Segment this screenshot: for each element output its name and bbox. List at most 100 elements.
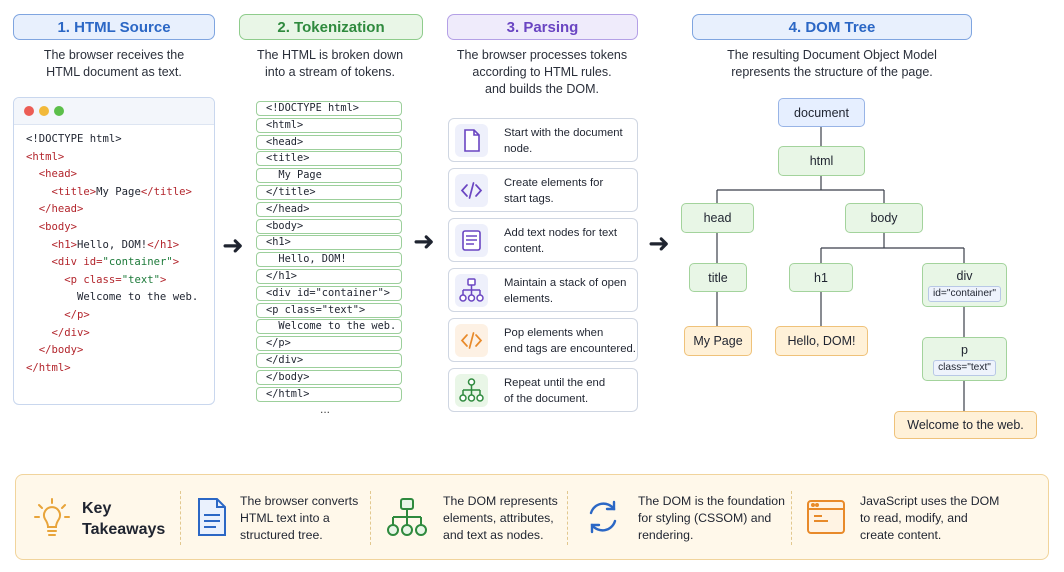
refresh-icon xyxy=(589,500,617,534)
code-line: </html> xyxy=(26,360,198,378)
token-item: </p> xyxy=(256,336,402,352)
code-segment: Welcome to the web. xyxy=(26,291,199,304)
document-icon xyxy=(455,124,488,157)
code-segment: </p> xyxy=(26,308,90,321)
token-item: </title> xyxy=(256,185,402,200)
maximize-dot-icon xyxy=(54,106,64,116)
token-item: <body> xyxy=(256,218,402,234)
token-item: </html> xyxy=(256,386,402,402)
code-segment: Hello, DOM! xyxy=(77,238,148,251)
code-segment: "container" xyxy=(102,256,173,269)
token-item: </h1> xyxy=(256,269,402,284)
stack-tree-icon xyxy=(455,274,488,307)
code-line: <html> xyxy=(26,149,198,167)
token-item: <h1> xyxy=(256,235,402,251)
close-dot-icon xyxy=(24,106,34,116)
code-line: <head> xyxy=(26,166,198,184)
code-segment: "text" xyxy=(121,273,160,286)
code-line: <h1>Hello, DOM!</h1> xyxy=(26,237,198,255)
code-segment: <p xyxy=(26,273,84,286)
code-segment: </title> xyxy=(140,185,192,198)
token-item: Welcome to the web. xyxy=(256,319,402,335)
code-segment: <h1> xyxy=(26,238,78,251)
code-segment: <!DOCTYPE html> xyxy=(26,133,122,145)
arrow-right-icon: ➜ xyxy=(222,230,244,260)
code-line: </p> xyxy=(26,307,198,325)
arrow-right-icon: ➜ xyxy=(648,228,670,258)
dom-attr-id: id="container" xyxy=(927,285,1002,302)
dom-node-h1: h1 xyxy=(789,263,853,292)
token-item: <html> xyxy=(256,117,402,133)
code-segment: </body> xyxy=(26,344,84,357)
code-segment: <html> xyxy=(26,150,65,163)
dom-attr-class: class="text" xyxy=(933,359,996,376)
code-segment: <body> xyxy=(26,220,78,233)
section-title-tokenization: 2. Tokenization xyxy=(239,14,423,40)
html-source-window: <!DOCTYPE html> <html> <head> <title>My P… xyxy=(13,97,215,405)
section-title-html-source: 1. HTML Source xyxy=(13,14,215,40)
browser-window-icon xyxy=(807,500,845,534)
code-line: <title>My Page</title> xyxy=(26,184,198,202)
code-segment: My Page xyxy=(96,185,141,198)
dom-node-p: p class="text" xyxy=(922,337,1007,381)
dom-tree-connectors xyxy=(716,127,965,411)
tokens-more: ... xyxy=(320,402,331,416)
tree-icon xyxy=(387,498,427,536)
document-icon xyxy=(198,498,226,536)
code-line: Welcome to the web. xyxy=(26,289,198,307)
minimize-dot-icon xyxy=(39,106,49,116)
dom-node-body: body xyxy=(845,203,923,233)
token-item: Hello, DOM! xyxy=(256,252,402,268)
code-orange-icon xyxy=(455,324,488,357)
section-title-parsing: 3. Parsing xyxy=(447,14,638,40)
dom-text-p: Welcome to the web. xyxy=(894,411,1037,439)
token-item: <title> xyxy=(256,151,402,167)
dom-node-head: head xyxy=(681,203,754,233)
code-line: </head> xyxy=(26,201,198,219)
code-segment: > xyxy=(172,256,180,269)
code-segment: > xyxy=(159,273,167,286)
code-line: <body> xyxy=(26,219,198,237)
dom-node-div: div id="container" xyxy=(922,263,1007,307)
lightbulb-icon xyxy=(34,498,70,536)
code-line: <p class="text"> xyxy=(26,272,198,290)
code-segment: <head> xyxy=(26,168,78,181)
dom-text-title: My Page xyxy=(684,326,752,356)
token-item: <div id="container"> xyxy=(256,285,402,301)
code-segment: </div> xyxy=(26,326,90,339)
arrow-right-icon: ➜ xyxy=(413,226,435,256)
token-item: <p class="text"> xyxy=(256,302,402,318)
code-segment: </head> xyxy=(26,203,84,216)
code-line: </div> xyxy=(26,325,198,343)
token-item: <!DOCTYPE html> xyxy=(256,101,402,116)
code-segment: id= xyxy=(83,256,103,269)
code-segment: <title> xyxy=(26,185,97,198)
token-item: </body> xyxy=(256,369,402,385)
code-line: </body> xyxy=(26,342,198,360)
source-code: <!DOCTYPE html> <html> <head> <title>My P… xyxy=(26,131,198,377)
tree-green-icon xyxy=(455,374,488,407)
dom-text-h1: Hello, DOM! xyxy=(775,326,868,356)
dom-node-html: html xyxy=(778,146,865,176)
token-item: </head> xyxy=(256,201,402,217)
code-line: <!DOCTYPE html> xyxy=(26,131,198,149)
dom-node-title: title xyxy=(689,263,747,292)
token-item: My Page xyxy=(256,168,402,184)
token-item: <head> xyxy=(256,134,402,150)
